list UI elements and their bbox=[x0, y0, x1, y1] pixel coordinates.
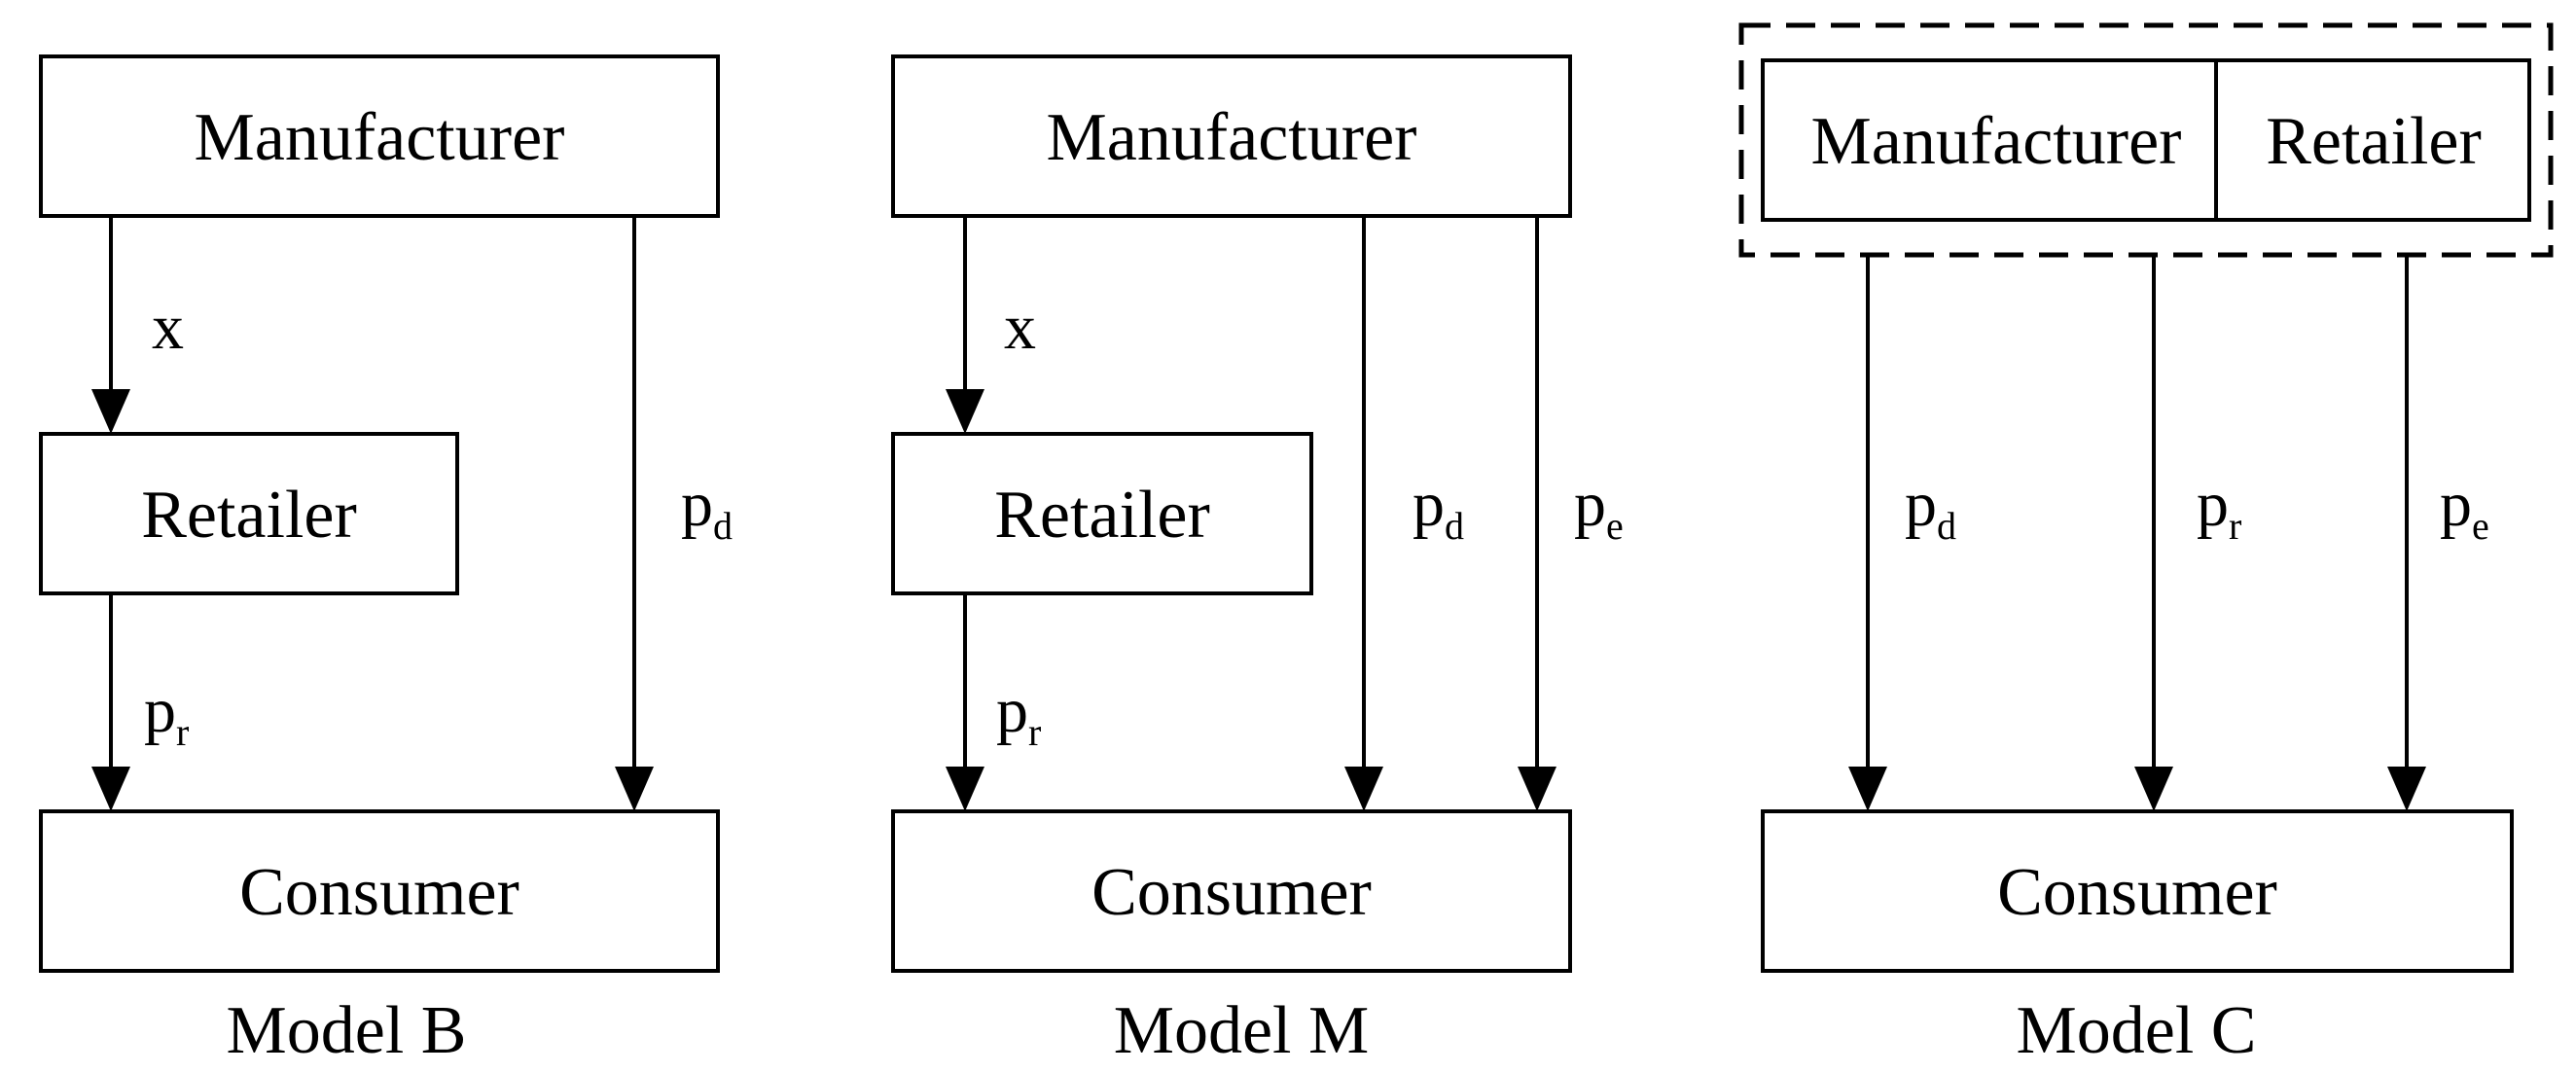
model-b-manufacturer-box bbox=[39, 54, 720, 218]
model-c-retailer-label: Retailer bbox=[2266, 104, 2482, 179]
model-m-retailer-label: Retailer bbox=[994, 478, 1210, 553]
model-b-flow-pd: pd bbox=[681, 469, 733, 548]
model-c-consumer-box bbox=[1761, 809, 2514, 973]
model-c-manufacturer-label: Manufacturer bbox=[1811, 104, 2182, 179]
model-b-retailer-label: Retailer bbox=[141, 478, 357, 553]
model-m-manufacturer-label: Manufacturer bbox=[1047, 100, 1417, 175]
model-b-flow-pr: pr bbox=[144, 675, 189, 754]
model-m-flow-x: x bbox=[1004, 292, 1036, 363]
model-c-top-box bbox=[1761, 58, 2531, 222]
model-m-caption: Model M bbox=[1114, 993, 1370, 1068]
model-c-flow-pr: pr bbox=[2197, 469, 2241, 548]
model-m-flow-pr: pr bbox=[996, 675, 1041, 754]
model-b-retailer-box bbox=[39, 432, 459, 595]
model-b-consumer-label: Consumer bbox=[239, 855, 519, 930]
model-c-caption: Model C bbox=[2017, 993, 2257, 1068]
model-c-flow-pe: pe bbox=[2440, 469, 2489, 548]
model-b: Manufacturer Retailer Consumer x pr pd M… bbox=[39, 54, 733, 1068]
model-c-arrowhead-pr bbox=[2134, 767, 2173, 811]
model-c-consumer-label: Consumer bbox=[1997, 855, 2277, 930]
model-m-flow-pd: pd bbox=[1413, 469, 1464, 548]
model-c: Manufacturer Retailer Consumer pd pr pe … bbox=[1738, 22, 2554, 1068]
model-m-arrowhead-pe bbox=[1518, 767, 1556, 811]
model-b-flow-x: x bbox=[152, 292, 184, 363]
model-b-arrowhead-pd bbox=[615, 767, 654, 811]
model-c-flow-pd: pd bbox=[1905, 469, 1956, 548]
model-c-arrowhead-pd bbox=[1848, 767, 1887, 811]
model-b-arrowhead-x bbox=[91, 389, 130, 434]
model-m-manufacturer-box bbox=[891, 54, 1572, 218]
model-b-caption: Model B bbox=[227, 993, 467, 1068]
model-m-retailer-box bbox=[891, 432, 1313, 595]
model-m-arrowhead-pd bbox=[1344, 767, 1383, 811]
model-b-consumer-box bbox=[39, 809, 720, 973]
model-b-manufacturer-label: Manufacturer bbox=[195, 100, 565, 175]
model-m-arrowhead-x bbox=[946, 389, 984, 434]
model-b-arrowhead-pr bbox=[91, 767, 130, 811]
model-c-integrated-boundary bbox=[1738, 22, 2554, 258]
model-m-consumer-label: Consumer bbox=[1091, 855, 1372, 930]
model-m-flow-pe: pe bbox=[1574, 469, 1624, 548]
model-m-consumer-box bbox=[891, 809, 1572, 973]
model-m-arrowhead-pr bbox=[946, 767, 984, 811]
model-c-arrowhead-pe bbox=[2387, 767, 2426, 811]
model-m: Manufacturer Retailer Consumer x pr pd p… bbox=[891, 54, 1624, 1068]
